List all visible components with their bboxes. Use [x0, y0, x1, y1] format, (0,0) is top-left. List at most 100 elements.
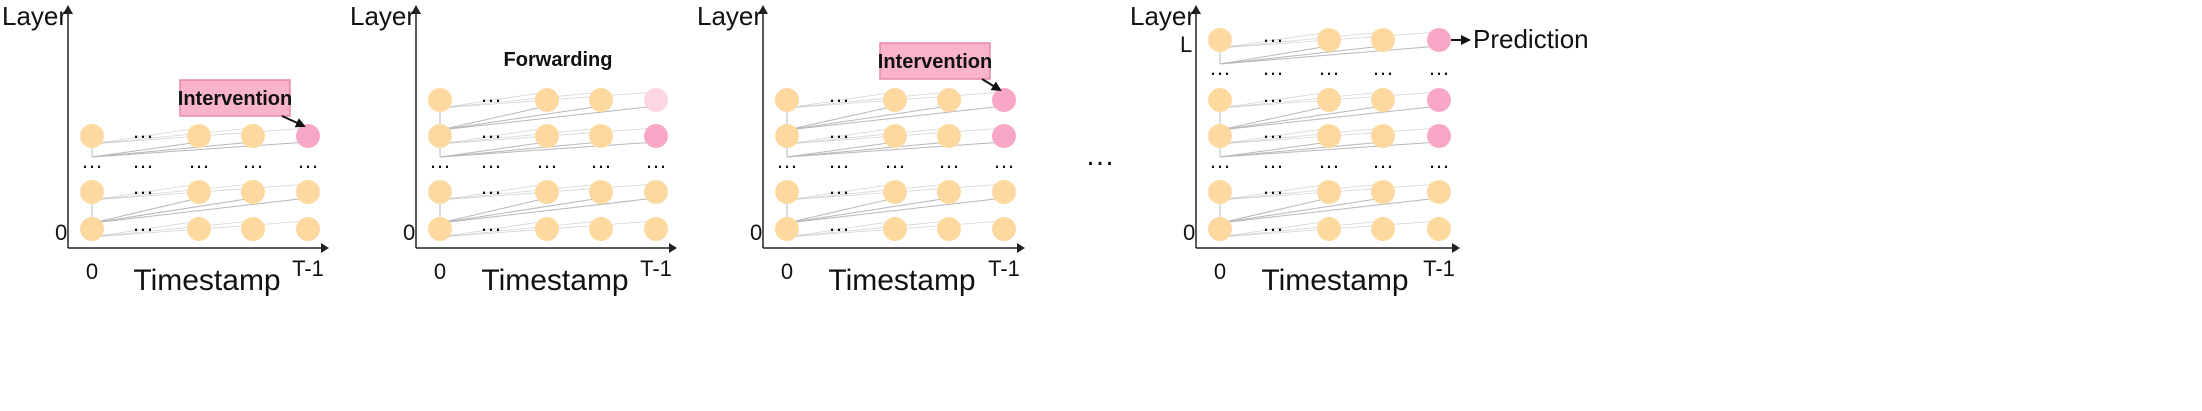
layer-ellipsis: … — [242, 148, 264, 173]
node-circle — [937, 88, 961, 112]
row-ellipsis: … — [1262, 22, 1284, 47]
edge-line — [91, 183, 254, 201]
node-circle — [1371, 180, 1395, 204]
node-circle-last — [644, 88, 668, 112]
edge-line — [91, 127, 254, 145]
y-axis-label: Layer — [697, 1, 762, 31]
layer-ellipsis: … — [938, 148, 960, 173]
node-circle — [1371, 217, 1395, 241]
edge-line — [439, 127, 602, 145]
edge-line — [1219, 197, 1330, 224]
edge-line — [1219, 105, 1440, 131]
node-circle — [1371, 88, 1395, 112]
layer-ellipsis: … — [645, 148, 667, 173]
node-circle-last — [1427, 88, 1451, 112]
node-circle — [535, 124, 559, 148]
layer-ellipsis: … — [1428, 55, 1450, 80]
edge-line — [1219, 141, 1440, 158]
edge-line — [786, 91, 950, 109]
layer-ellipsis: … — [993, 148, 1015, 173]
node-circle — [883, 88, 907, 112]
edge-line — [786, 183, 896, 201]
x-axis-arrow — [321, 243, 329, 253]
edge-line — [91, 141, 254, 158]
panel-2: ……………………… — [411, 5, 677, 253]
edge-line — [1219, 220, 1384, 238]
node-circle — [775, 180, 799, 204]
node-circle-last — [1427, 28, 1451, 52]
node-circle-last — [992, 180, 1016, 204]
edge-line — [786, 127, 896, 145]
callout-box — [879, 42, 991, 80]
x-start-label: 0 — [1214, 259, 1226, 284]
x-end-label: T-1 — [292, 256, 324, 281]
node-circle — [187, 124, 211, 148]
node-circle — [1317, 124, 1341, 148]
layer-ellipsis: … — [1262, 55, 1284, 80]
node-circle — [428, 88, 452, 112]
y-axis-arrow — [758, 5, 768, 14]
node-circle — [589, 88, 613, 112]
x-axis-arrow — [669, 243, 677, 253]
edge-line — [786, 141, 896, 158]
edge-line — [439, 91, 602, 109]
y-top-label: L — [1180, 32, 1192, 57]
y-axis-label: Layer — [1130, 1, 1195, 31]
node-circle — [241, 217, 265, 241]
edge-line — [1219, 105, 1384, 131]
edge-line — [1219, 127, 1330, 145]
edge-line — [786, 220, 896, 238]
node-circle — [775, 88, 799, 112]
edge-line — [786, 127, 950, 145]
node-circle — [1317, 28, 1341, 52]
y-axis-arrow — [1191, 5, 1201, 14]
node-circle — [775, 124, 799, 148]
edge-line — [91, 141, 200, 158]
row-ellipsis: … — [480, 211, 502, 236]
edge-line — [91, 197, 309, 224]
y-axis-arrow — [411, 5, 421, 14]
layer-ellipsis: … — [1372, 55, 1394, 80]
node-circle-last — [296, 180, 320, 204]
node-circle — [80, 217, 104, 241]
row-ellipsis: … — [1262, 211, 1284, 236]
node-circle — [1371, 28, 1395, 52]
node-circle — [1208, 28, 1232, 52]
edge-line — [1219, 183, 1330, 201]
x-end-label: T-1 — [640, 256, 672, 281]
callout-label: Intervention — [878, 51, 992, 73]
node-circle — [1371, 124, 1395, 148]
node-circle-last — [296, 124, 320, 148]
layer-ellipsis: … — [1209, 148, 1231, 173]
edge-line — [439, 105, 548, 131]
layer-ellipsis: … — [828, 148, 850, 173]
node-circle — [187, 217, 211, 241]
edge-line — [1219, 105, 1330, 131]
row-ellipsis: … — [480, 118, 502, 143]
edge-line — [1219, 91, 1330, 109]
node-circle — [883, 180, 907, 204]
x-end-label: T-1 — [1423, 256, 1455, 281]
edge-line — [439, 91, 548, 109]
node-circle — [589, 217, 613, 241]
row-ellipsis: … — [828, 174, 850, 199]
row-ellipsis: … — [480, 174, 502, 199]
node-circle — [937, 180, 961, 204]
layer-ellipsis: … — [1318, 55, 1340, 80]
edge-line — [1219, 127, 1384, 145]
layer-ellipsis: … — [429, 148, 451, 173]
y-bottom-label: 0 — [403, 220, 415, 245]
node-circle — [775, 217, 799, 241]
edge-line — [1219, 31, 1330, 49]
callout-box — [179, 79, 291, 117]
layer-ellipsis: … — [1318, 148, 1340, 173]
node-circle — [535, 88, 559, 112]
node-circle — [589, 124, 613, 148]
node-circle-last — [992, 88, 1016, 112]
row-ellipsis: … — [828, 118, 850, 143]
node-circle — [1208, 217, 1232, 241]
node-circle — [1208, 180, 1232, 204]
prediction-label: Prediction — [1473, 24, 1589, 54]
edge-line — [439, 183, 602, 201]
node-circle-last — [1427, 124, 1451, 148]
